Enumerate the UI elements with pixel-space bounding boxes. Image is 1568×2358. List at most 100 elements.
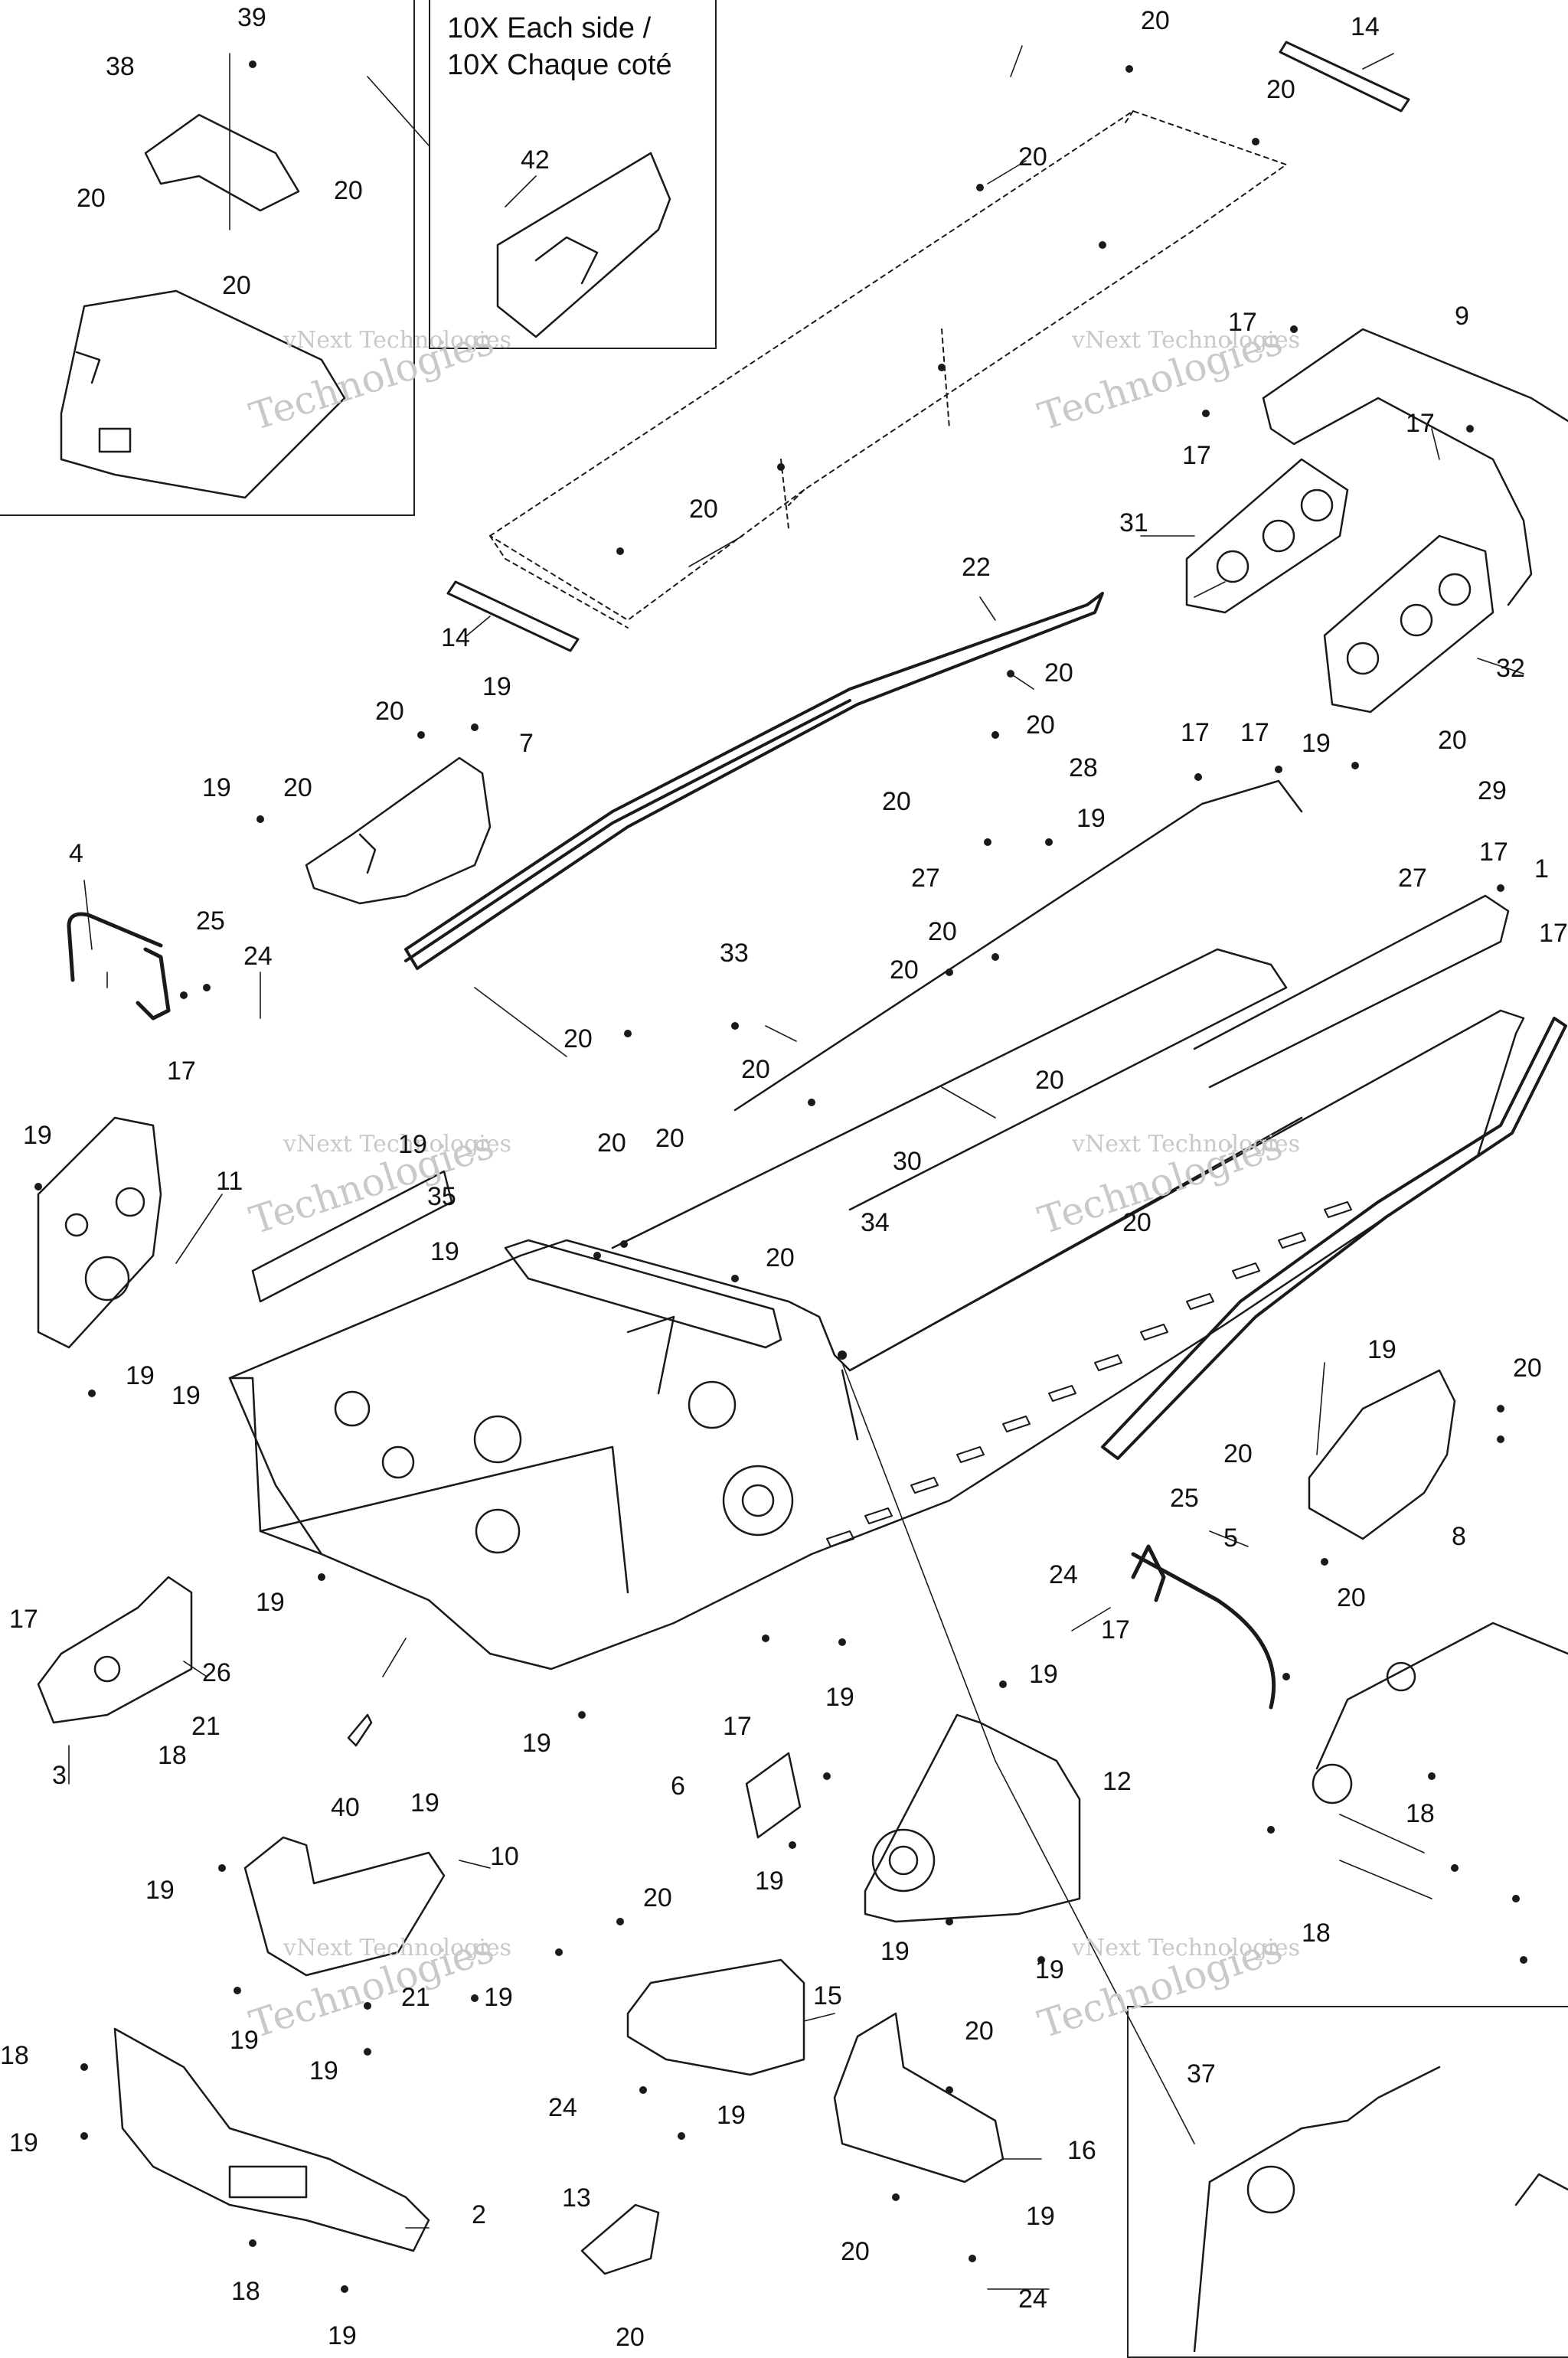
- callout-label: 19: [1076, 804, 1106, 833]
- callout-label: 17: [1539, 919, 1568, 948]
- bracket-16: [833, 2012, 1004, 2183]
- callout-label: 17: [1240, 718, 1269, 747]
- callout-label: 31: [1119, 508, 1148, 537]
- callout-label: 26: [202, 1658, 231, 1687]
- callout-label: 19: [126, 1361, 155, 1390]
- quantity-note: 10X Each side / 10X Chaque coté: [447, 11, 672, 83]
- plate-6: [745, 1752, 802, 1839]
- callout-label: 17: [1182, 441, 1211, 470]
- callout-label: 9: [1455, 302, 1469, 331]
- callout-label: 20: [928, 917, 957, 946]
- callout-label: 20: [375, 697, 404, 726]
- bracket-32: [1323, 534, 1494, 714]
- callout-label: 19: [230, 2026, 259, 2055]
- callout-label: 19: [880, 1937, 910, 1966]
- callout-label: 24: [1018, 2285, 1047, 2314]
- callout-label: 19: [1035, 1955, 1064, 1984]
- callout-label: 19: [1367, 1335, 1396, 1364]
- callout-label: 19: [202, 773, 231, 802]
- callout-label: 19: [309, 2056, 338, 2085]
- callout-label: 20: [616, 2323, 645, 2352]
- callout-label: 20: [689, 495, 718, 524]
- callout-label: 42: [521, 145, 550, 175]
- callout-label: 20: [334, 176, 363, 205]
- rail-left: [404, 592, 1104, 970]
- callout-label: 14: [1351, 12, 1380, 41]
- callout-label: 4: [69, 839, 83, 868]
- callout-label: 19: [256, 1588, 285, 1617]
- callout-label: 13: [562, 2183, 591, 2213]
- callout-label: 24: [243, 942, 273, 971]
- bar-35: [251, 1170, 453, 1303]
- callout-label: 18: [0, 2041, 29, 2070]
- bracket-15: [626, 1958, 805, 2076]
- callout-label: 20: [766, 1243, 795, 1272]
- inset-plate-42: [496, 152, 671, 338]
- callout-label: 17: [1479, 838, 1508, 867]
- callout-label: 20: [1026, 710, 1055, 740]
- callout-label: 20: [1438, 726, 1467, 755]
- callout-label: 27: [911, 864, 940, 893]
- inset-bracket-38: [60, 113, 346, 499]
- callout-label: 20: [77, 184, 106, 213]
- callout-label: 20: [1266, 75, 1295, 104]
- callout-label: 17: [167, 1057, 196, 1086]
- callout-label: 20: [564, 1024, 593, 1053]
- callout-label: 19: [410, 1788, 439, 1817]
- callout-label: 24: [1049, 1560, 1078, 1589]
- callout-label: 17: [1406, 409, 1435, 438]
- callout-label: 19: [522, 1729, 551, 1758]
- main-chassis: [228, 779, 1525, 1671]
- bracket-13: [580, 2203, 660, 2275]
- bracket-9: [1262, 328, 1568, 606]
- callout-label: 19: [172, 1381, 201, 1410]
- callout-label: 34: [861, 1208, 890, 1237]
- callout-label: 37: [1187, 2059, 1216, 2089]
- callout-label: 19: [430, 1237, 459, 1266]
- callout-label: 27: [1398, 864, 1427, 893]
- bracket-2: [113, 2027, 430, 2252]
- callout-label: 35: [427, 1182, 456, 1211]
- callout-label: 30: [893, 1147, 922, 1176]
- bracket-10: [243, 1836, 446, 1977]
- inset-frame-note: [429, 0, 717, 349]
- callout-label: 19: [755, 1866, 784, 1896]
- inset-frame-upper-left: [0, 0, 415, 516]
- watermark-line1: vNext Technologies: [283, 327, 512, 354]
- callout-label: 20: [965, 2017, 994, 2046]
- callout-label: 19: [482, 672, 511, 701]
- callout-label: 7: [519, 729, 534, 758]
- callout-label: 22: [962, 553, 991, 582]
- plate-12: [864, 1713, 1081, 1923]
- plate-11: [37, 1116, 162, 1349]
- callout-label: 18: [231, 2277, 260, 2306]
- callout-label: 33: [720, 939, 749, 968]
- callout-label: 19: [23, 1121, 52, 1150]
- callout-label: 17: [9, 1605, 38, 1634]
- callout-label: 19: [145, 1876, 175, 1905]
- callout-label: 39: [237, 3, 266, 32]
- callout-label: 19: [1302, 729, 1331, 758]
- callout-label: 20: [1044, 658, 1073, 687]
- watermark-line1: vNext Technologies: [1072, 1935, 1301, 1961]
- callout-label: 19: [1029, 1660, 1058, 1689]
- callout-label: 18: [1406, 1799, 1435, 1828]
- top-rail-strips: [446, 41, 1410, 652]
- callout-label: 40: [331, 1793, 360, 1822]
- callout-label: 38: [106, 52, 135, 81]
- callout-label: 16: [1067, 2136, 1096, 2165]
- callout-label: 10: [490, 1842, 519, 1871]
- bracket-26: [37, 1576, 193, 1724]
- inset-lower-right: [1193, 2066, 1568, 2352]
- callout-label: 20: [741, 1055, 770, 1084]
- bracket-31: [1185, 458, 1349, 614]
- callout-label: 19: [328, 2321, 357, 2350]
- bracket-7: [305, 756, 492, 905]
- callout-label: 17: [1181, 718, 1210, 747]
- callout-label: 20: [841, 2237, 870, 2266]
- callout-label: 28: [1069, 753, 1098, 782]
- callout-label: 20: [1337, 1583, 1366, 1612]
- callout-label: 20: [1122, 1208, 1152, 1237]
- bracket-8: [1308, 1369, 1456, 1540]
